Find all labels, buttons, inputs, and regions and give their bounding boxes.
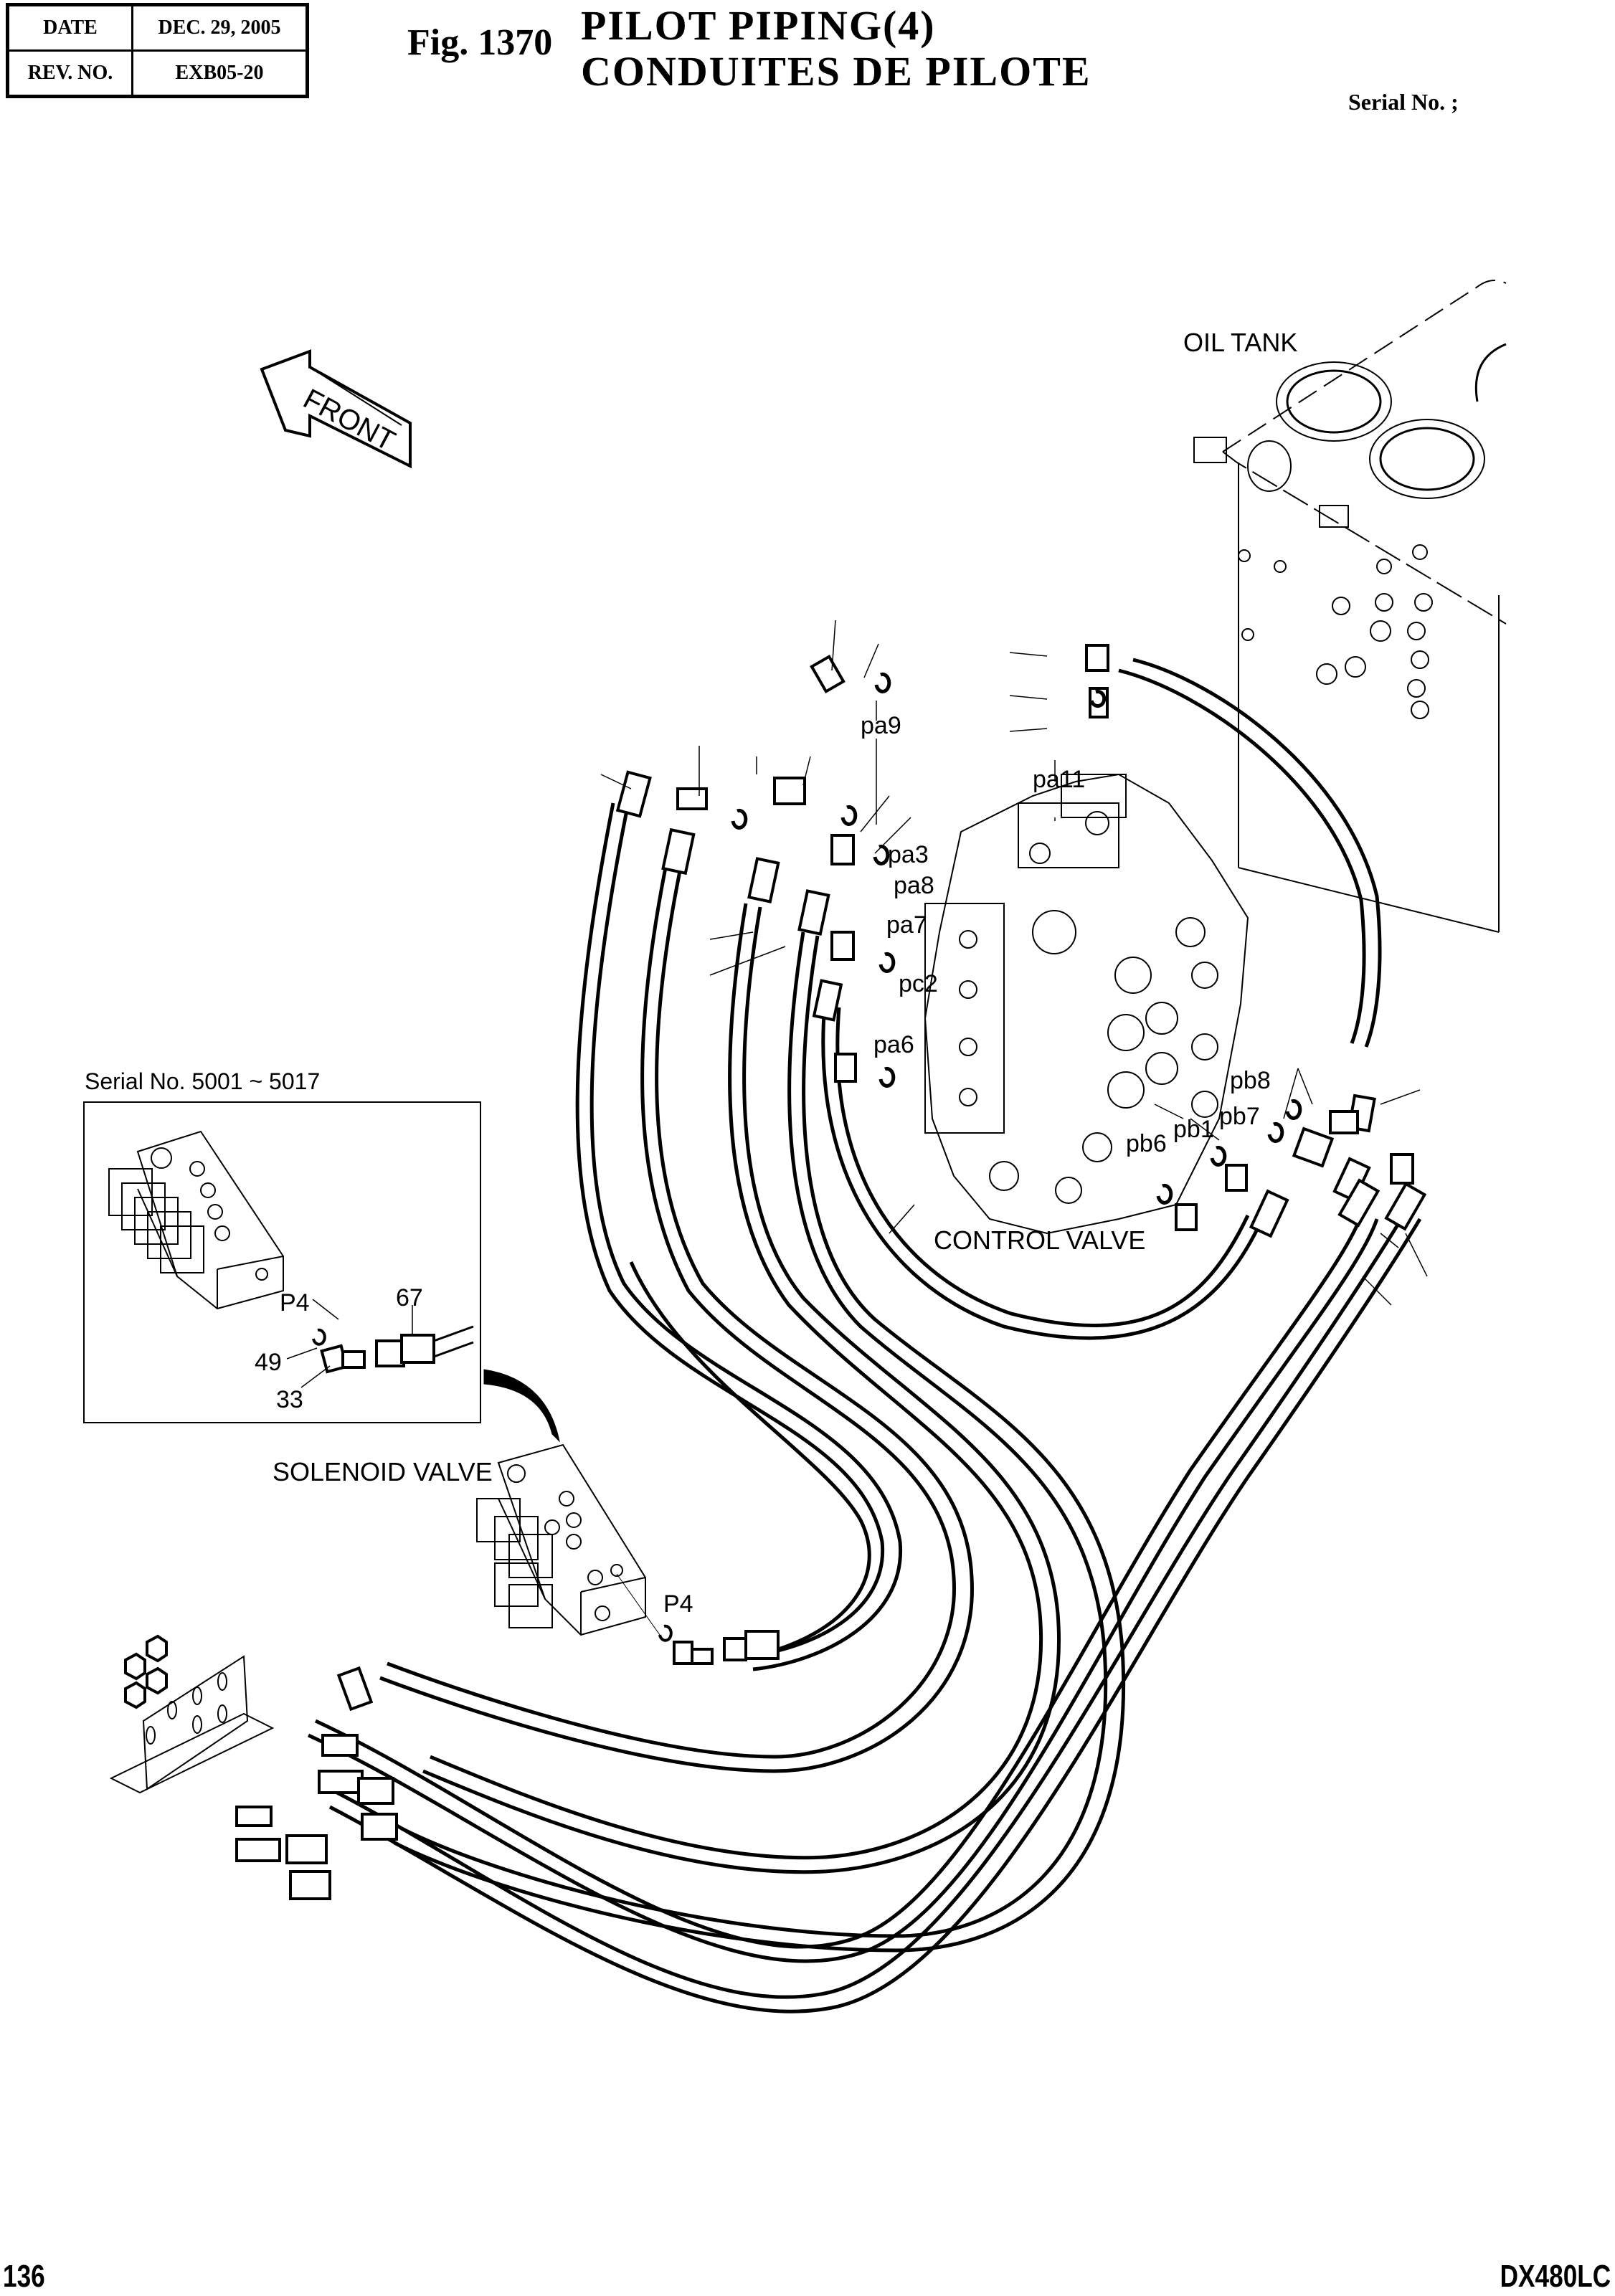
date-label: DATE: [6, 4, 133, 52]
rev-label: REV. NO.: [6, 49, 133, 98]
inset-fittings: [286, 1299, 474, 1388]
solenoid-valve-label: SOLENOID VALVE: [273, 1457, 493, 1486]
oil-tank-label: OIL TANK: [1183, 328, 1298, 357]
part-number-67: 67: [396, 1284, 423, 1311]
control-valve: [924, 773, 1249, 1235]
nuts: [124, 1634, 168, 1709]
inset-box: [83, 1101, 481, 1423]
serial-number: Serial No. ;: [1348, 89, 1459, 115]
oil-tank: [1193, 280, 1507, 933]
port-label-pa3: pa3: [888, 841, 929, 868]
leader-lines: [600, 620, 1428, 1306]
port-label-pb8: pb8: [1230, 1067, 1271, 1094]
figure-number: Fig. 1370: [407, 22, 553, 63]
rev-value: EXB05-20: [131, 49, 308, 98]
front-arrow-icon: [260, 349, 412, 469]
model-name: DX480LC: [1500, 2259, 1611, 2294]
port-label-pb1: pb1: [1173, 1116, 1214, 1143]
callout-arrow-icon: [483, 1369, 560, 1443]
hoses: [307, 658, 1422, 2013]
port-label-pc2: pc2: [899, 970, 938, 997]
inset-title: Serial No. 5001 ~ 5017: [85, 1068, 321, 1094]
inset-solenoid-valve: [108, 1130, 284, 1310]
solenoid-fittings: [658, 1624, 780, 1665]
part-number-33: 33: [276, 1386, 303, 1413]
port-label-pa9: pa9: [861, 712, 901, 739]
date-value: DEC. 29, 2005: [131, 4, 308, 52]
title-english: PILOT PIPING(4): [581, 2, 936, 49]
solenoid-valve: [476, 1443, 660, 1636]
revision-table: DATE DEC. 29, 2005 REV. NO. EXB05-20: [6, 3, 309, 98]
port-label-p4: P4: [663, 1590, 693, 1618]
control-valve-label: CONTROL VALVE: [934, 1225, 1146, 1255]
part-number-49: 49: [255, 1349, 282, 1376]
port-label-pa7: pa7: [886, 911, 927, 939]
title-french: CONDUITES DE PILOTE: [581, 48, 1091, 95]
page-number: 136: [3, 2259, 45, 2294]
port-label-pa11: pa11: [1033, 766, 1086, 793]
inset-port-label: P4: [280, 1289, 310, 1317]
bracket: [109, 1655, 275, 1794]
o-rings: [731, 672, 1302, 1205]
port-label-pa6: pa6: [873, 1031, 914, 1058]
port-label-pb7: pb7: [1219, 1103, 1260, 1130]
bracket-fittings: [235, 1666, 398, 1900]
fittings: [615, 644, 1427, 1238]
port-label-pa8: pa8: [894, 872, 934, 899]
port-label-pb6: pb6: [1126, 1130, 1167, 1157]
